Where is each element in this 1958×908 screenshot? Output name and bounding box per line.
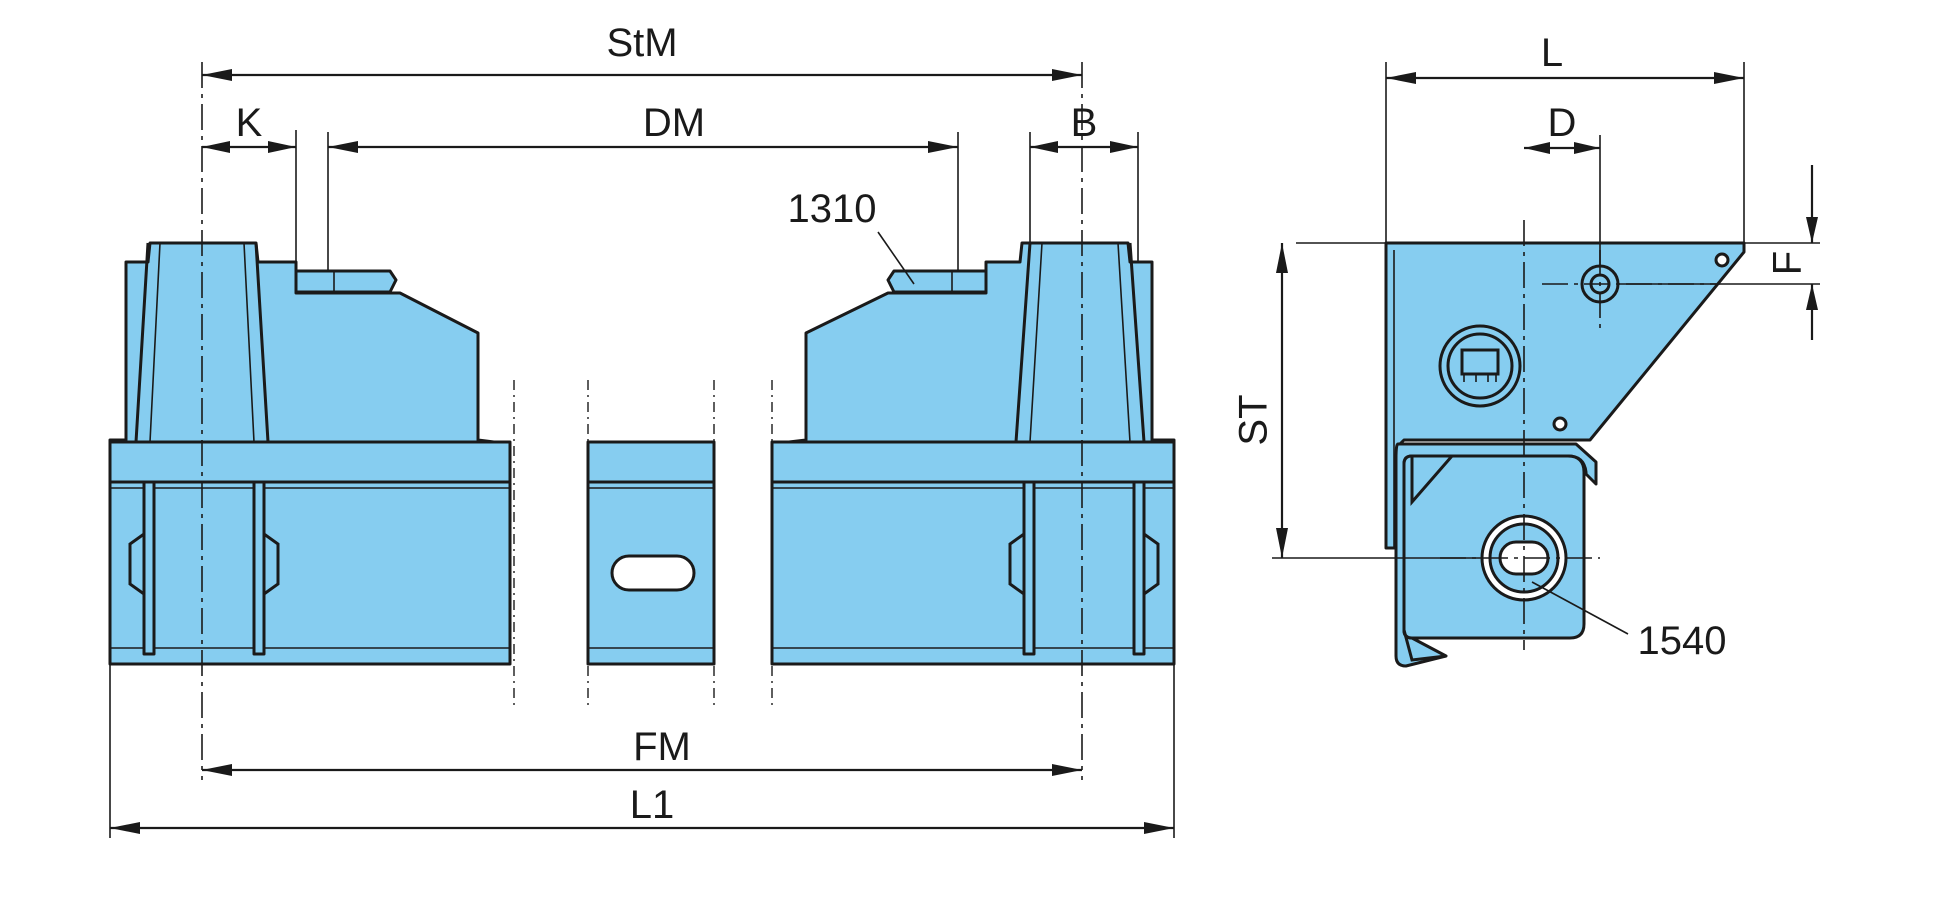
side-view: L D F ST 1540 — [1232, 31, 1820, 668]
left-bracket-post-2 — [252, 480, 266, 656]
callout-1310: 1310 — [788, 187, 915, 285]
middle-beam — [586, 440, 716, 666]
left-segment — [108, 241, 512, 666]
label-dm: DM — [643, 101, 705, 145]
dimension-l1: L1 — [110, 783, 1174, 834]
side-hole-1 — [1714, 252, 1730, 268]
label-d: D — [1548, 101, 1577, 145]
left-beam — [108, 440, 512, 666]
label-l1: L1 — [630, 783, 675, 827]
left-handle — [294, 269, 398, 294]
bpw-logo — [1438, 324, 1522, 408]
right-segment — [770, 241, 1176, 666]
side-plate — [1384, 241, 1746, 550]
part-number-1540: 1540 — [1638, 619, 1727, 663]
dimension-stm: StM — [202, 21, 1082, 81]
label-fm: FM — [633, 725, 691, 769]
right-handle — [886, 269, 988, 294]
label-l: L — [1541, 31, 1563, 75]
middle-slot — [610, 554, 696, 592]
callout-1540: 1540 — [1531, 581, 1727, 663]
part-number-1310: 1310 — [788, 187, 877, 231]
right-bracket-post-2 — [1132, 480, 1146, 656]
dimension-d: D — [1524, 101, 1600, 154]
label-k: K — [236, 101, 263, 145]
dimension-dm: DM — [328, 101, 958, 153]
label-st: ST — [1232, 394, 1276, 445]
right-bracket-post — [1022, 480, 1036, 656]
side-hole-2 — [1552, 416, 1568, 432]
dimension-l: L — [1386, 31, 1744, 84]
right-beam — [770, 440, 1176, 666]
label-stm: StM — [606, 21, 677, 65]
left-bracket-post — [142, 480, 156, 656]
dimension-fm: FM — [202, 725, 1082, 776]
dimension-b: B — [1030, 101, 1138, 153]
middle-segment — [586, 440, 716, 666]
label-f: F — [1766, 251, 1810, 275]
label-b: B — [1071, 101, 1098, 145]
front-view: StM K DM B FM — [108, 21, 1176, 838]
dimension-st: ST — [1232, 243, 1288, 558]
dimension-f: F — [1766, 165, 1818, 340]
dimension-k: K — [202, 101, 296, 153]
